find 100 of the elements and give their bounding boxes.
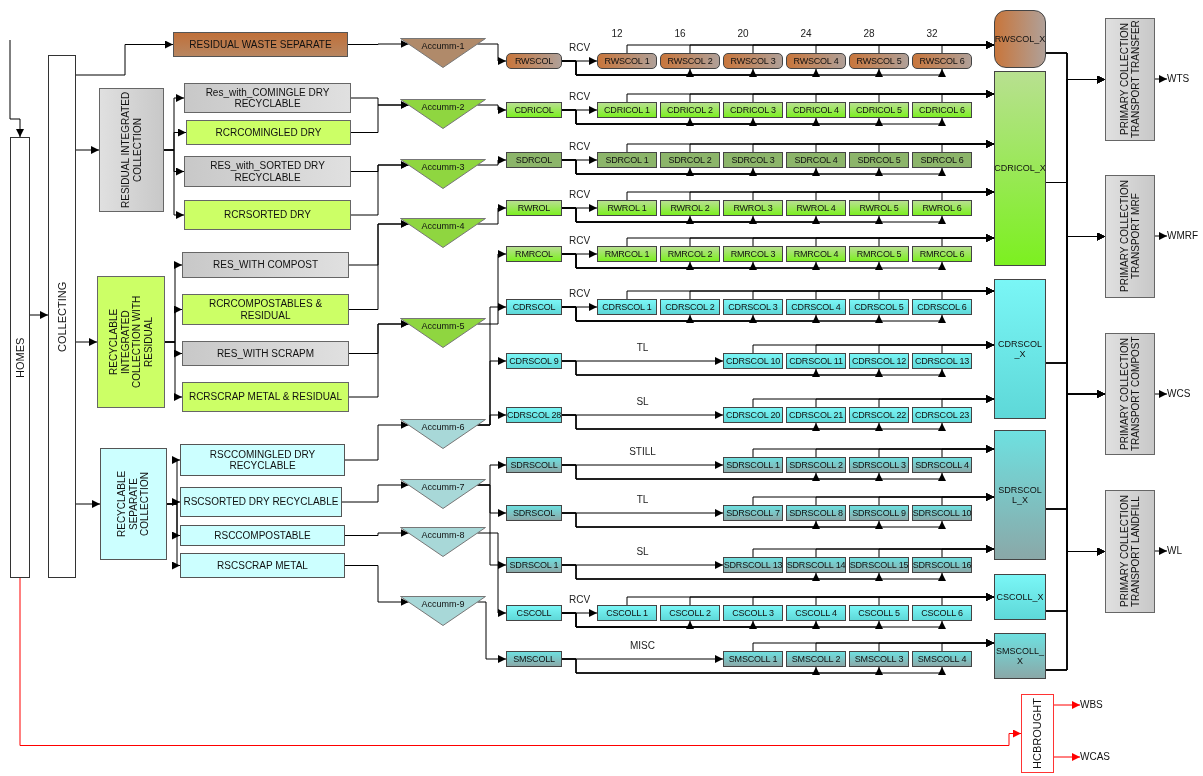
process-box: RMRCOL 5 — [849, 246, 909, 262]
arrow — [476, 156, 507, 166]
process-box: SDRCOL 6 — [912, 152, 972, 168]
process-box: RWSCOL 6 — [912, 53, 972, 69]
inverted-triangle — [400, 38, 486, 68]
process-box: SDRSCOLL 9 — [849, 505, 909, 521]
group-box: RECYCLABLE SEPARATE COLLECTION — [100, 448, 167, 560]
edge-label: RCV — [567, 141, 592, 153]
output-label: WCAS — [1080, 750, 1114, 764]
arrow — [29, 311, 49, 319]
triangle-label: Accumm-1 — [421, 41, 465, 52]
vertical-bar: HOMES — [10, 137, 30, 578]
process-box: SMSCOLL 3 — [849, 651, 909, 667]
process-box: SDRSCOLL 3 — [849, 457, 909, 473]
process-box: RES_WITH COMPOST — [182, 252, 349, 278]
arrow — [1053, 753, 1081, 761]
arrow — [941, 341, 995, 354]
collector-box: CDRSCOL _X — [994, 279, 1046, 419]
arrow — [75, 40, 174, 76]
process-box: SDRSCOLL 2 — [786, 457, 846, 473]
process-box: CDRSCOL 2 — [660, 299, 720, 315]
process-box: RSCCOMINGLED DRY RECYCLABLE — [180, 444, 345, 476]
process-box: RMRCOL — [506, 246, 562, 262]
process-box: SDRSCOL 1 — [506, 557, 562, 573]
process-box: RWSCOL — [506, 53, 562, 69]
process-box: SDRSCOLL 4 — [912, 457, 972, 473]
arrow — [941, 140, 995, 153]
process-box: RCRCOMPOSTABLES & RESIDUAL — [182, 294, 349, 325]
process-box: RMRCOL 3 — [723, 246, 783, 262]
arrow — [561, 414, 946, 431]
process-box: RSCCOMPOSTABLE — [180, 525, 345, 546]
edge-label: 28 — [862, 28, 876, 40]
process-box: CSCOLL 4 — [786, 605, 846, 621]
process-box: SDRSCOLL — [506, 457, 562, 473]
process-box: RWSCOL 4 — [786, 53, 846, 69]
collector-box: SDRSCOL L_X — [994, 430, 1046, 560]
process-box: CDRSCOL 13 — [912, 353, 972, 369]
process-box: CSCOLL 6 — [912, 605, 972, 621]
process-box: RMRCOL 1 — [597, 246, 657, 262]
arrow — [941, 445, 995, 458]
process-box: RWROL 4 — [786, 200, 846, 216]
arrow — [19, 577, 1022, 746]
arrow — [341, 481, 410, 503]
process-box: RCRSCRAP METAL & RESIDUAL — [182, 382, 349, 412]
process-box: RWSCOL 1 — [597, 53, 657, 69]
process-box: RMRCOL 2 — [660, 246, 720, 262]
collector-box: CSCOLL_X — [994, 574, 1046, 620]
edge-label: RCV — [567, 189, 592, 201]
inverted-triangle — [400, 479, 486, 509]
process-box: SDRSCOLL 14 — [786, 557, 846, 573]
triangle-label: Accumm-3 — [421, 162, 465, 173]
process-box: RSCSORTED DRY RECYCLABLE — [180, 487, 342, 517]
arrow — [941, 593, 995, 606]
inverted-triangle — [400, 596, 486, 626]
process-box: RCRCOMINGLED DRY — [186, 120, 351, 145]
triangle-label: Accumm-6 — [421, 422, 465, 433]
arrow — [348, 220, 410, 310]
process-box: RES_WITH SCRAPM — [182, 341, 349, 366]
process-box: CDRSCOL 11 — [786, 353, 846, 369]
arrow — [561, 564, 946, 581]
process-box: CDRICOL — [506, 102, 562, 118]
edge-label: SL — [635, 396, 650, 408]
edge-label: TL — [635, 342, 650, 354]
process-box: CDRSCOL 12 — [849, 353, 909, 369]
process-box: CDRSCOL 28 — [506, 407, 562, 423]
process-box: CDRICOL 1 — [597, 102, 657, 118]
edge-label: SL — [635, 546, 650, 558]
process-box: RWROL — [506, 200, 562, 216]
process-box: SDRSCOLL 13 — [723, 557, 783, 573]
arrow — [476, 411, 507, 426]
edge-label: 12 — [610, 28, 624, 40]
inverted-triangle — [400, 218, 486, 248]
process-box: CSCOLL 1 — [597, 605, 657, 621]
arrow — [941, 287, 995, 300]
arrow — [561, 360, 946, 377]
arrow — [476, 484, 507, 569]
triangle-label: Accumm-4 — [421, 221, 465, 232]
process-box: CDRSCOL 3 — [723, 299, 783, 315]
process-box: SDRCOL 3 — [723, 152, 783, 168]
process-box: SDRSCOLL 1 — [723, 457, 783, 473]
triangle-label: Accumm-8 — [421, 530, 465, 541]
arrow — [344, 529, 410, 537]
arrow — [476, 104, 507, 114]
arrow — [350, 161, 410, 216]
edge-label: 24 — [799, 28, 813, 40]
arrow — [75, 338, 98, 346]
process-box: RWROL 3 — [723, 200, 783, 216]
arrow — [1154, 75, 1168, 83]
process-box: CDRSCOL 1 — [597, 299, 657, 315]
arrow — [941, 234, 995, 247]
output-label: WBS — [1080, 698, 1110, 712]
edge-label: 16 — [673, 28, 687, 40]
collector-box: SMSCOLL_ X — [994, 633, 1046, 679]
arrow — [941, 639, 995, 652]
process-box: CSCOLL — [506, 605, 562, 621]
arrow — [561, 658, 946, 675]
edge-label: STILL — [628, 446, 657, 458]
process-box: CDRICOL 4 — [786, 102, 846, 118]
arrow — [941, 545, 995, 558]
triangle-label: Accumm-7 — [421, 482, 465, 493]
